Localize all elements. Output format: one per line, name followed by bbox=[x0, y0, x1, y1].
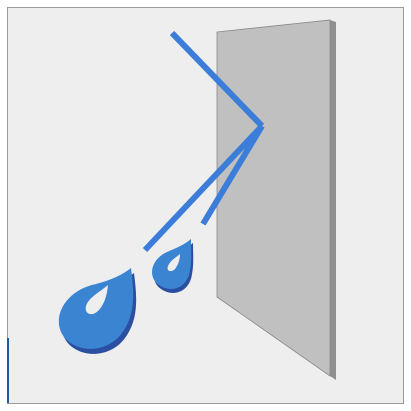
incident-ray bbox=[169, 30, 265, 129]
diagram-frame bbox=[7, 7, 404, 404]
reflected-ray-left bbox=[142, 123, 265, 253]
small-drop bbox=[152, 239, 194, 293]
small-drop-highlight bbox=[167, 254, 180, 272]
large-drop-highlight bbox=[85, 285, 108, 315]
mirror-edge bbox=[330, 20, 336, 380]
large-drop bbox=[58, 268, 137, 354]
reflected-ray-right bbox=[200, 124, 265, 226]
light-rays bbox=[142, 30, 265, 253]
